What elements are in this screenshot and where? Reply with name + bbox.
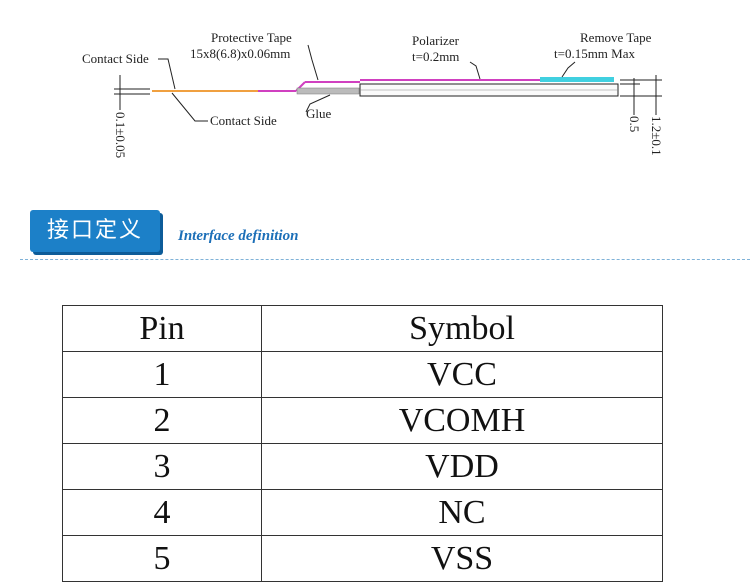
table-header-row: Pin Symbol <box>62 305 663 352</box>
dim-mid-label: 0.5 <box>627 116 642 132</box>
section-divider <box>20 259 750 260</box>
glue-region <box>296 87 360 95</box>
table-row: 1 VCC <box>62 351 663 398</box>
dim-left-label: 0.1±0.05 <box>113 112 128 158</box>
label-remove-tape-t: t=0.15mm Max <box>554 46 635 61</box>
pin-symbol: VSS <box>261 535 663 582</box>
section-subtitle: Interface definition <box>178 228 299 244</box>
leader-remove-tape <box>561 61 576 78</box>
label-contact-side-bottom: Contact Side <box>210 113 277 128</box>
pin-number: 4 <box>62 489 262 536</box>
label-contact-side-left: Contact Side <box>82 51 149 66</box>
pin-symbol: VCC <box>261 351 663 398</box>
header-pin: Pin <box>62 305 262 352</box>
section-title-banner: 接口定义 <box>30 210 160 252</box>
label-polarizer: Polarizer <box>412 33 460 48</box>
pin-number: 2 <box>62 397 262 444</box>
leader-contact-side-left <box>158 58 176 90</box>
table-row: 2 VCOMH <box>62 397 663 444</box>
label-protective-tape-dims: 15x8(6.8)x0.06mm <box>190 46 290 61</box>
pin-number: 3 <box>62 443 262 490</box>
remove-tape <box>540 77 614 82</box>
label-protective-tape: Protective Tape <box>211 30 292 45</box>
header-symbol: Symbol <box>261 305 663 352</box>
leader-glue <box>305 94 331 113</box>
dim-right-label: 1.2±0.1 <box>649 116 664 156</box>
table-row: 3 VDD <box>62 443 663 490</box>
table-row: 5 VSS <box>62 535 663 582</box>
leader-polarizer <box>469 61 481 80</box>
pin-definition-table: Pin Symbol 1 VCC 2 VCOMH 3 VDD 4 NC 5 VS… <box>62 305 663 582</box>
label-remove-tape: Remove Tape <box>580 30 652 45</box>
pin-symbol: NC <box>261 489 663 536</box>
label-polarizer-t: t=0.2mm <box>412 49 459 64</box>
pin-symbol: VCOMH <box>261 397 663 444</box>
label-glue: Glue <box>306 106 332 121</box>
table-row: 4 NC <box>62 489 663 536</box>
pin-symbol: VDD <box>261 443 663 490</box>
pin-number: 1 <box>62 351 262 398</box>
pin-number: 5 <box>62 535 262 582</box>
leader-protective-tape <box>307 44 319 81</box>
leader-contact-side-bottom <box>171 92 208 122</box>
side-view-diagram: 0.1±0.05 0.5 1.2±0.1 Contact Side Protec… <box>82 30 664 158</box>
